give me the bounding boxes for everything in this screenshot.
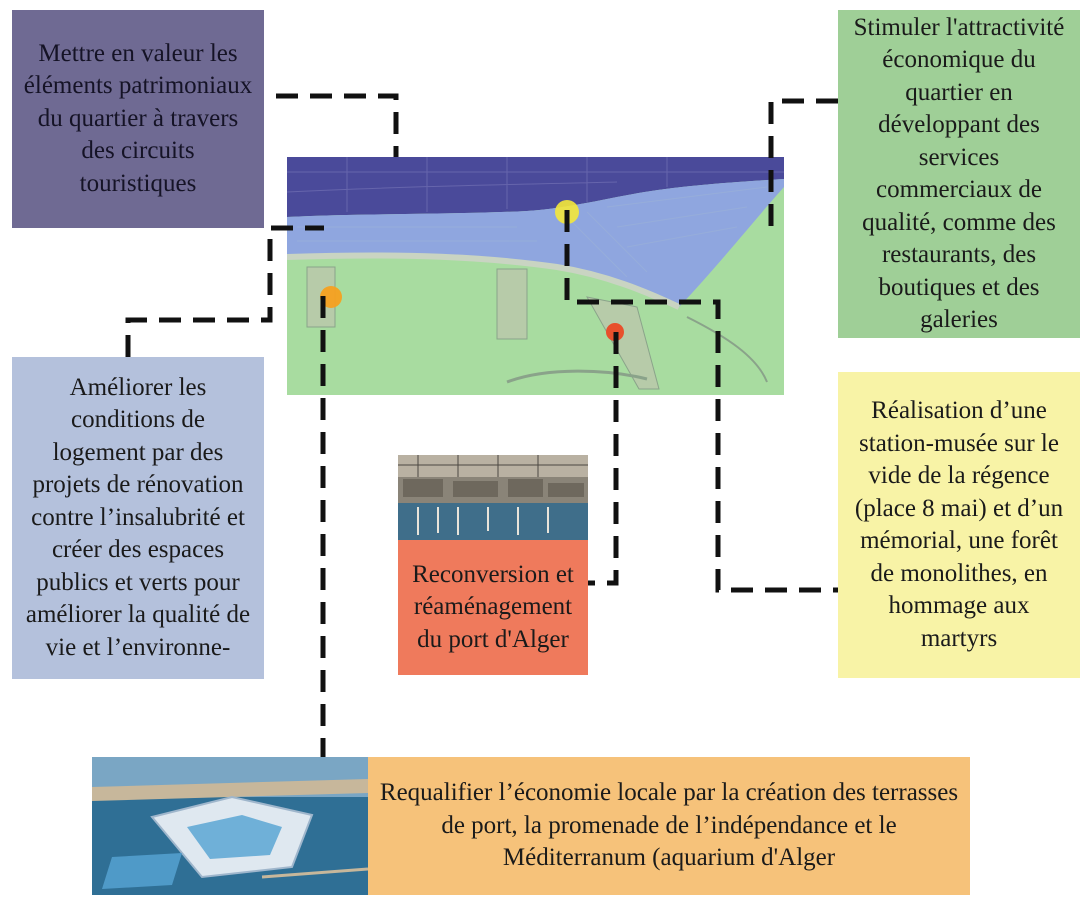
requalify-text: Requalifier l’économie locale par la cré… xyxy=(379,779,959,872)
red-marker xyxy=(606,323,624,341)
port-text: Reconversion et réaménagement du port d'… xyxy=(412,560,574,653)
yellow-marker xyxy=(555,200,579,224)
port-photo xyxy=(398,455,588,540)
museum-box: Réalisation d’une station-musée sur le v… xyxy=(838,372,1080,678)
orange-marker xyxy=(320,286,342,308)
connector-heritage xyxy=(276,93,399,157)
port-box: Reconversion et réaménagement du port d'… xyxy=(398,540,588,675)
aquarium-photo xyxy=(92,757,368,895)
economy-text: Stimuler l'attractivité économique du qu… xyxy=(853,13,1065,334)
heritage-box: Mettre en valeur les éléments patrimonia… xyxy=(12,10,264,228)
heritage-text: Mettre en valeur les éléments patrimonia… xyxy=(23,39,253,197)
housing-text: Améliorer les conditions de logement par… xyxy=(25,373,251,661)
economy-box: Stimuler l'attractivité économique du qu… xyxy=(838,10,1080,338)
museum-text: Réalisation d’une station-musée sur le v… xyxy=(854,397,1064,652)
requalify-box: Requalifier l’économie locale par la cré… xyxy=(368,757,970,895)
housing-box: Améliorer les conditions de logement par… xyxy=(12,357,264,679)
site-map xyxy=(287,157,784,395)
